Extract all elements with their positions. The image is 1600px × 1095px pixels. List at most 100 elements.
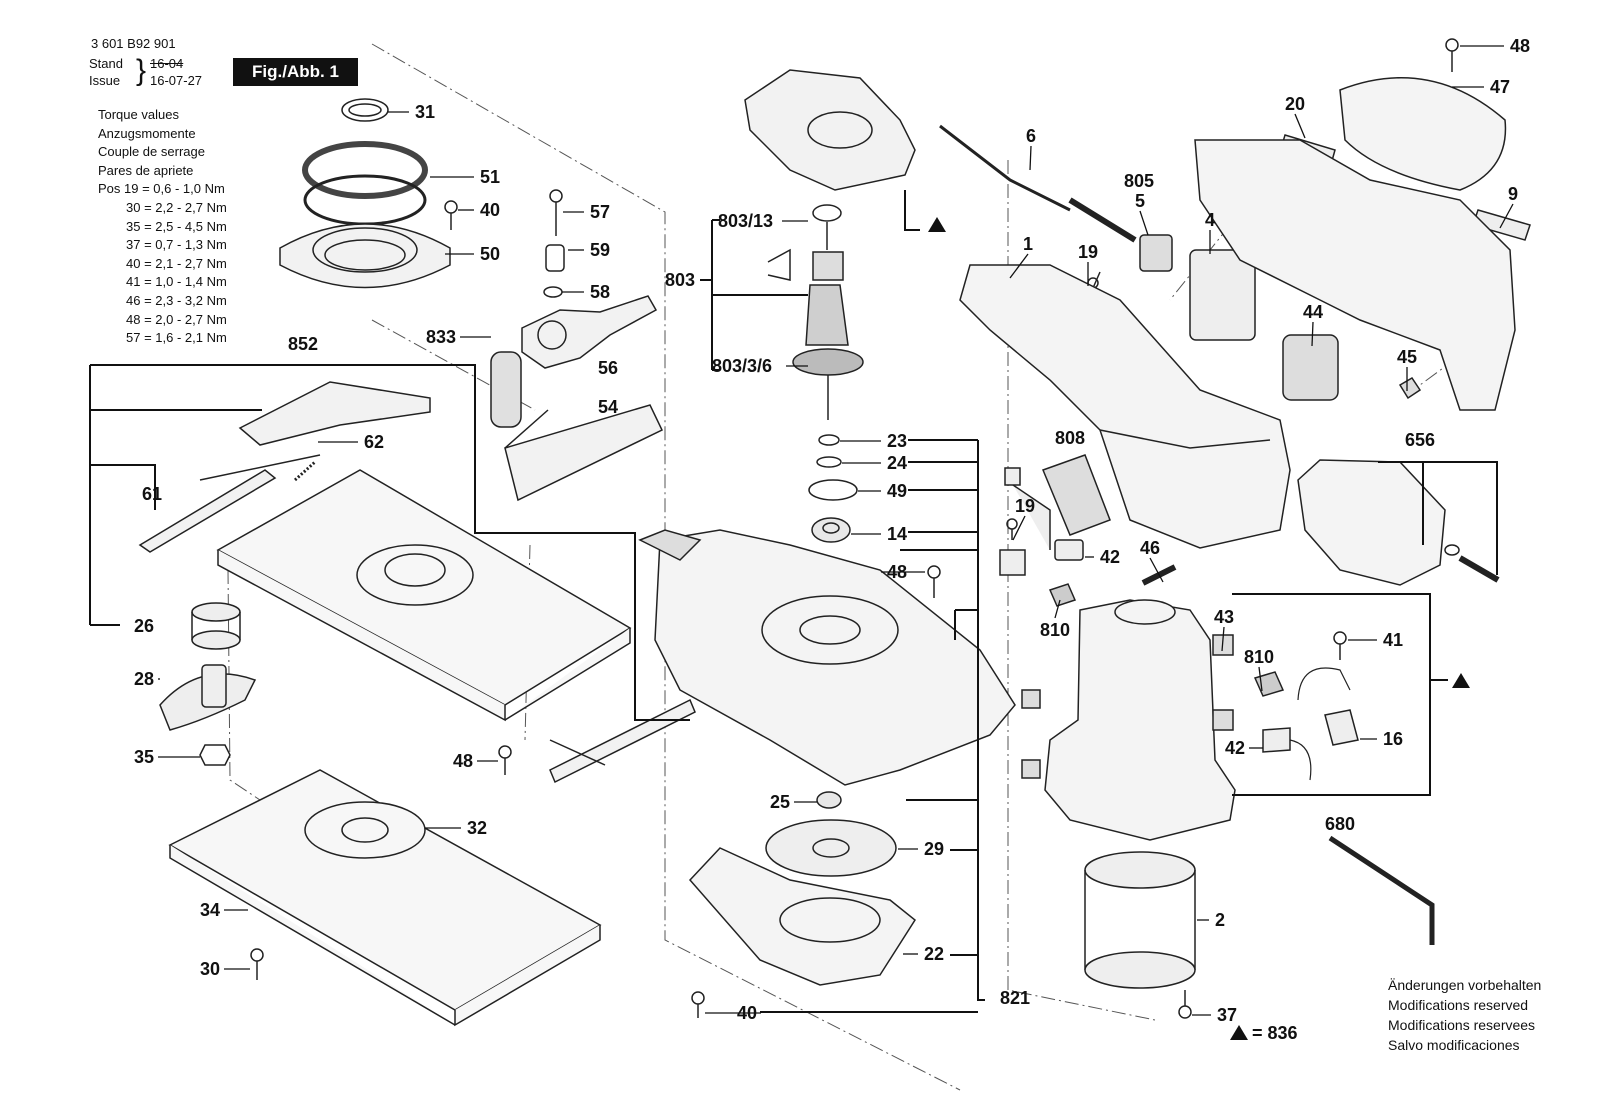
handle-housing-1 — [959, 264, 1291, 549]
part-number-30: 30 — [200, 959, 220, 979]
leader-line — [1311, 321, 1314, 347]
armature-803 — [767, 204, 864, 420]
sanding-plate-34 — [168, 769, 602, 1027]
part-number-680: 680 — [1325, 814, 1355, 834]
screw-48-left — [498, 745, 512, 775]
issue-value: 16-07-27 — [150, 73, 203, 88]
part-number-5: 5 — [1135, 191, 1145, 211]
brush-810-right — [1253, 671, 1285, 697]
part-number-656: 656 — [1405, 430, 1435, 450]
part-number-20: 20 — [1285, 94, 1305, 114]
part-number-808: 808 — [1055, 428, 1085, 448]
connector-19 — [1004, 467, 1051, 550]
hex-key-680 — [1328, 835, 1435, 945]
part-number-805: 805 — [1124, 171, 1154, 191]
lever-56 — [521, 295, 658, 369]
part-number-51: 51 — [480, 167, 500, 187]
part-number-40: 40 — [480, 200, 500, 220]
note-line: Modifications reserved — [1388, 997, 1529, 1013]
note-line: Änderungen vorbehalten — [1388, 977, 1542, 993]
part-number-6: 6 — [1026, 126, 1036, 146]
screw-656 — [1444, 544, 1500, 583]
label-808 — [1042, 454, 1111, 536]
brush-810-left — [1048, 583, 1077, 607]
leader-line — [1499, 203, 1514, 229]
part-number-45: 45 — [1397, 347, 1417, 367]
dust-shroud-22 — [688, 847, 916, 986]
part-number-54: 54 — [598, 397, 618, 417]
bearing-26 — [191, 602, 241, 650]
part-number-23: 23 — [887, 431, 907, 451]
brush-holder-16 — [1324, 709, 1359, 746]
part-number-1: 1 — [1023, 234, 1033, 254]
torque-row: 41 = 1,0 - 1,4 Nm — [126, 274, 227, 290]
clamp-54 — [504, 404, 663, 502]
part-number-46: 46 — [1140, 538, 1160, 558]
part-number-37: 37 — [1217, 1005, 1237, 1025]
part-number-24: 24 — [887, 453, 907, 473]
triangle-836-top — [928, 217, 946, 232]
torque-prefix: Pos — [98, 181, 121, 197]
switch-5 — [1139, 234, 1173, 272]
switch-4 — [1189, 249, 1256, 341]
part-number-9: 9 — [1508, 184, 1518, 204]
legend-836: = 836 — [1230, 1023, 1298, 1044]
part-number-47: 47 — [1490, 77, 1510, 97]
part-number-61: 61 — [142, 484, 162, 504]
leader-line — [1139, 210, 1149, 236]
leader-line — [1221, 626, 1225, 652]
bearing-14 — [811, 517, 851, 543]
torque-row: 40 = 2,1 - 2,7 Nm — [126, 255, 227, 271]
part-number-803-13: 803/13 — [718, 211, 773, 231]
screw-37 — [1178, 990, 1192, 1019]
part-45 — [1398, 376, 1422, 400]
washer-23 — [818, 434, 840, 446]
screw-40 — [444, 200, 458, 230]
torque-value: 19 = 0,6 - 1,0 Nm — [124, 181, 225, 197]
torque-row: 46 = 2,3 - 3,2 Nm — [126, 292, 227, 308]
part-number-22: 22 — [924, 944, 944, 964]
note-line: Modifications reservees — [1388, 1017, 1536, 1033]
triangle-icon — [1230, 1025, 1248, 1040]
housing-ring-50 — [279, 223, 451, 289]
brush-holder-42 — [999, 539, 1084, 576]
clamp-assembly-852 — [138, 381, 431, 553]
pin-59 — [545, 244, 565, 272]
screw-48-mid — [927, 565, 941, 598]
part-number-4: 4 — [1205, 210, 1215, 230]
torque-row: 30 = 2,2 - 2,7 Nm — [126, 199, 227, 215]
screw-30 — [250, 948, 264, 980]
leader-line — [1009, 253, 1029, 279]
part-number-50: 50 — [480, 244, 500, 264]
issue-label: Issue — [89, 73, 121, 88]
modifications-note: Änderungen vorbehalten Modifications res… — [1388, 975, 1541, 1055]
cover-656 — [1297, 459, 1446, 586]
leader-line — [1012, 515, 1026, 541]
torque-heading: Torque values — [98, 107, 179, 122]
washer-24 — [816, 456, 842, 468]
torque-row: Pos 19 = 0,6 - 1,0 Nm — [98, 180, 227, 199]
leader-line — [1149, 557, 1164, 583]
clip-58 — [543, 286, 563, 298]
part-number-833: 833 — [426, 327, 456, 347]
part-number-57: 57 — [590, 202, 610, 222]
part-44 — [1282, 334, 1339, 401]
part-number-34: 34 — [200, 900, 220, 920]
part-number-16: 16 — [1383, 729, 1403, 749]
screw-19-mid — [1006, 518, 1018, 540]
part-number-803: 803 — [665, 270, 695, 290]
part-number-25: 25 — [770, 792, 790, 812]
leader-line — [1258, 666, 1263, 692]
counterweight-28 — [159, 664, 257, 731]
legend-label: = 836 — [1252, 1023, 1298, 1043]
part-number-29: 29 — [924, 839, 944, 859]
torque-row: 48 = 2,0 - 2,7 Nm — [126, 311, 227, 327]
part-number-48: 48 — [1510, 36, 1530, 56]
part-number-42: 42 — [1100, 547, 1120, 567]
torque-table: Torque values Anzugsmomente Couple de se… — [98, 106, 227, 348]
part-number-58: 58 — [590, 282, 610, 302]
screw-57 — [549, 189, 563, 236]
torque-heading: Anzugsmomente — [98, 125, 196, 141]
doc-number: 3 601 B92 901 — [91, 36, 176, 51]
